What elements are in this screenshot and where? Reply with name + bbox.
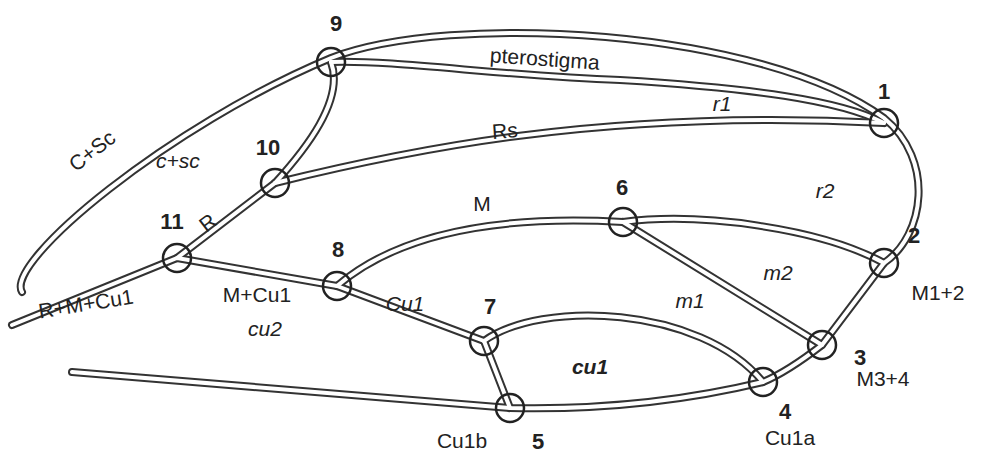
vein-label: M — [473, 193, 491, 214]
callout-number: 7 — [484, 296, 496, 318]
vein-label: Rs — [491, 119, 518, 142]
vein-label: M1+2 — [911, 282, 964, 303]
callout-number: 4 — [779, 401, 791, 423]
cell-label: m1 — [675, 290, 704, 311]
cell-label: cu2 — [248, 318, 282, 339]
vein-label: Cu1 — [386, 293, 425, 314]
vein-label: R+M+Cu1 — [37, 285, 135, 321]
cell-label: c+sc — [156, 150, 200, 171]
callout-number: 2 — [908, 225, 920, 247]
cell-label: m2 — [763, 262, 792, 283]
callout-number: 10 — [256, 137, 280, 159]
vein-label: M+Cu1 — [223, 284, 291, 305]
cell-label: r1 — [713, 93, 732, 114]
vein-label: M3+4 — [856, 368, 909, 389]
vein-label: Cu1b — [437, 430, 487, 451]
vein-label: C+Sc — [65, 126, 119, 175]
cell-label: r2 — [816, 180, 835, 201]
callout-number: 5 — [532, 431, 544, 453]
vein-region-label: pterostigma — [490, 44, 601, 73]
callout-number: 11 — [160, 211, 183, 233]
callout-number: 9 — [330, 13, 342, 35]
cell-label: cu1 — [572, 356, 608, 377]
callout-number: 6 — [616, 177, 628, 199]
callout-number: 1 — [878, 81, 890, 103]
vein-label: Cu1a — [765, 427, 815, 448]
callout-number: 8 — [332, 239, 344, 261]
callout-number: 3 — [854, 347, 866, 369]
